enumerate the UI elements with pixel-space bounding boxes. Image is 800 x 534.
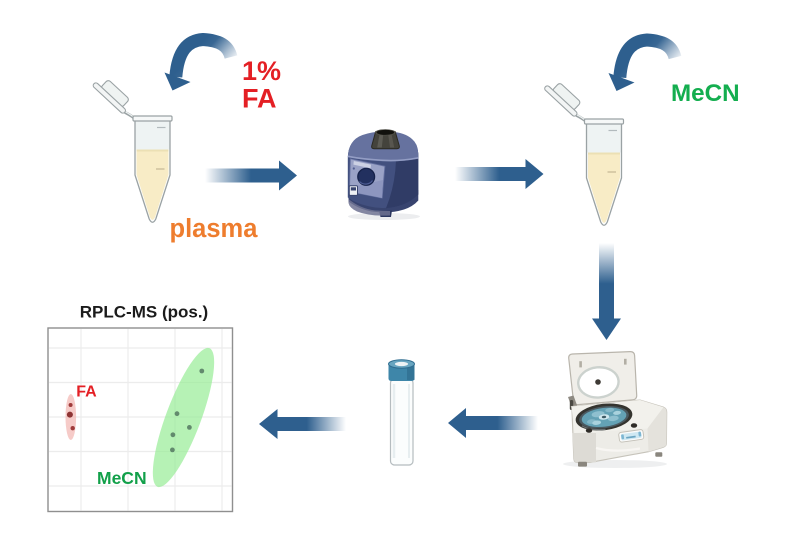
svg-text:MeCN: MeCN: [97, 468, 147, 488]
svg-text:FA: FA: [76, 384, 97, 401]
svg-text:1%: 1%: [242, 56, 281, 86]
svg-text:FA: FA: [242, 84, 277, 114]
svg-text:plasma: plasma: [170, 215, 259, 243]
svg-text:RPLC-MS (pos.): RPLC-MS (pos.): [80, 303, 208, 322]
svg-text:MeCN: MeCN: [671, 80, 740, 107]
